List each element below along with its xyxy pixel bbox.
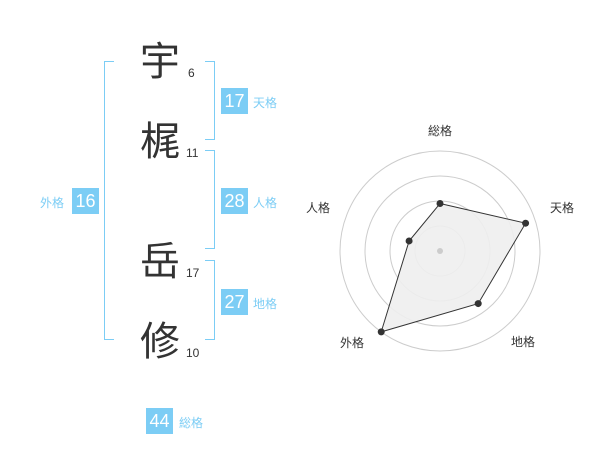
radar-grid-ring [339,150,541,352]
tenkaku-bracket [205,61,215,140]
gaikaku-bracket [104,61,114,340]
soukaku-value: 44 [146,408,173,434]
gaikaku-label: 外格 [40,196,65,210]
radar-point-0 [436,200,444,207]
stroke-count-1: 6 [188,66,195,80]
stroke-count-3: 17 [186,266,200,280]
stroke-count-4: 10 [186,346,200,360]
chikaku-value: 27 [221,289,248,315]
radar-center-dot [437,248,443,254]
name-char-4: 修 [140,319,180,365]
radar-point-2 [474,300,482,308]
tenkaku-value: 17 [221,88,248,114]
jinkaku-value: 28 [221,188,248,214]
chikaku-bracket [205,260,215,340]
stroke-count-2: 11 [186,146,199,160]
radar-area [380,202,527,333]
gaikaku-value: 16 [72,188,99,214]
radar-axis-label-tenkaku: 天格 [550,201,575,215]
chikaku-label: 地格 [253,297,278,311]
radar-point-4 [405,237,413,245]
jinkaku-label: 人格 [253,196,278,210]
radar-axis-label-soukaku: 総格 [428,124,453,138]
radar-point-1 [522,219,530,227]
soukaku-label: 総格 [179,416,204,430]
name-char-1: 宇 [140,39,180,85]
radar-axis-label-chikaku: 地格 [511,335,536,349]
radar-axis-label-jinkaku: 人格 [306,201,331,215]
radar-point-3 [377,328,385,336]
jinkaku-bracket [205,150,215,249]
radar-axis-label-gaikaku: 外格 [340,336,365,350]
radar-grid-ring [364,175,516,327]
name-char-2: 梶 [140,119,180,165]
tenkaku-label: 天格 [253,96,278,110]
name-char-3: 岳 [140,239,180,285]
